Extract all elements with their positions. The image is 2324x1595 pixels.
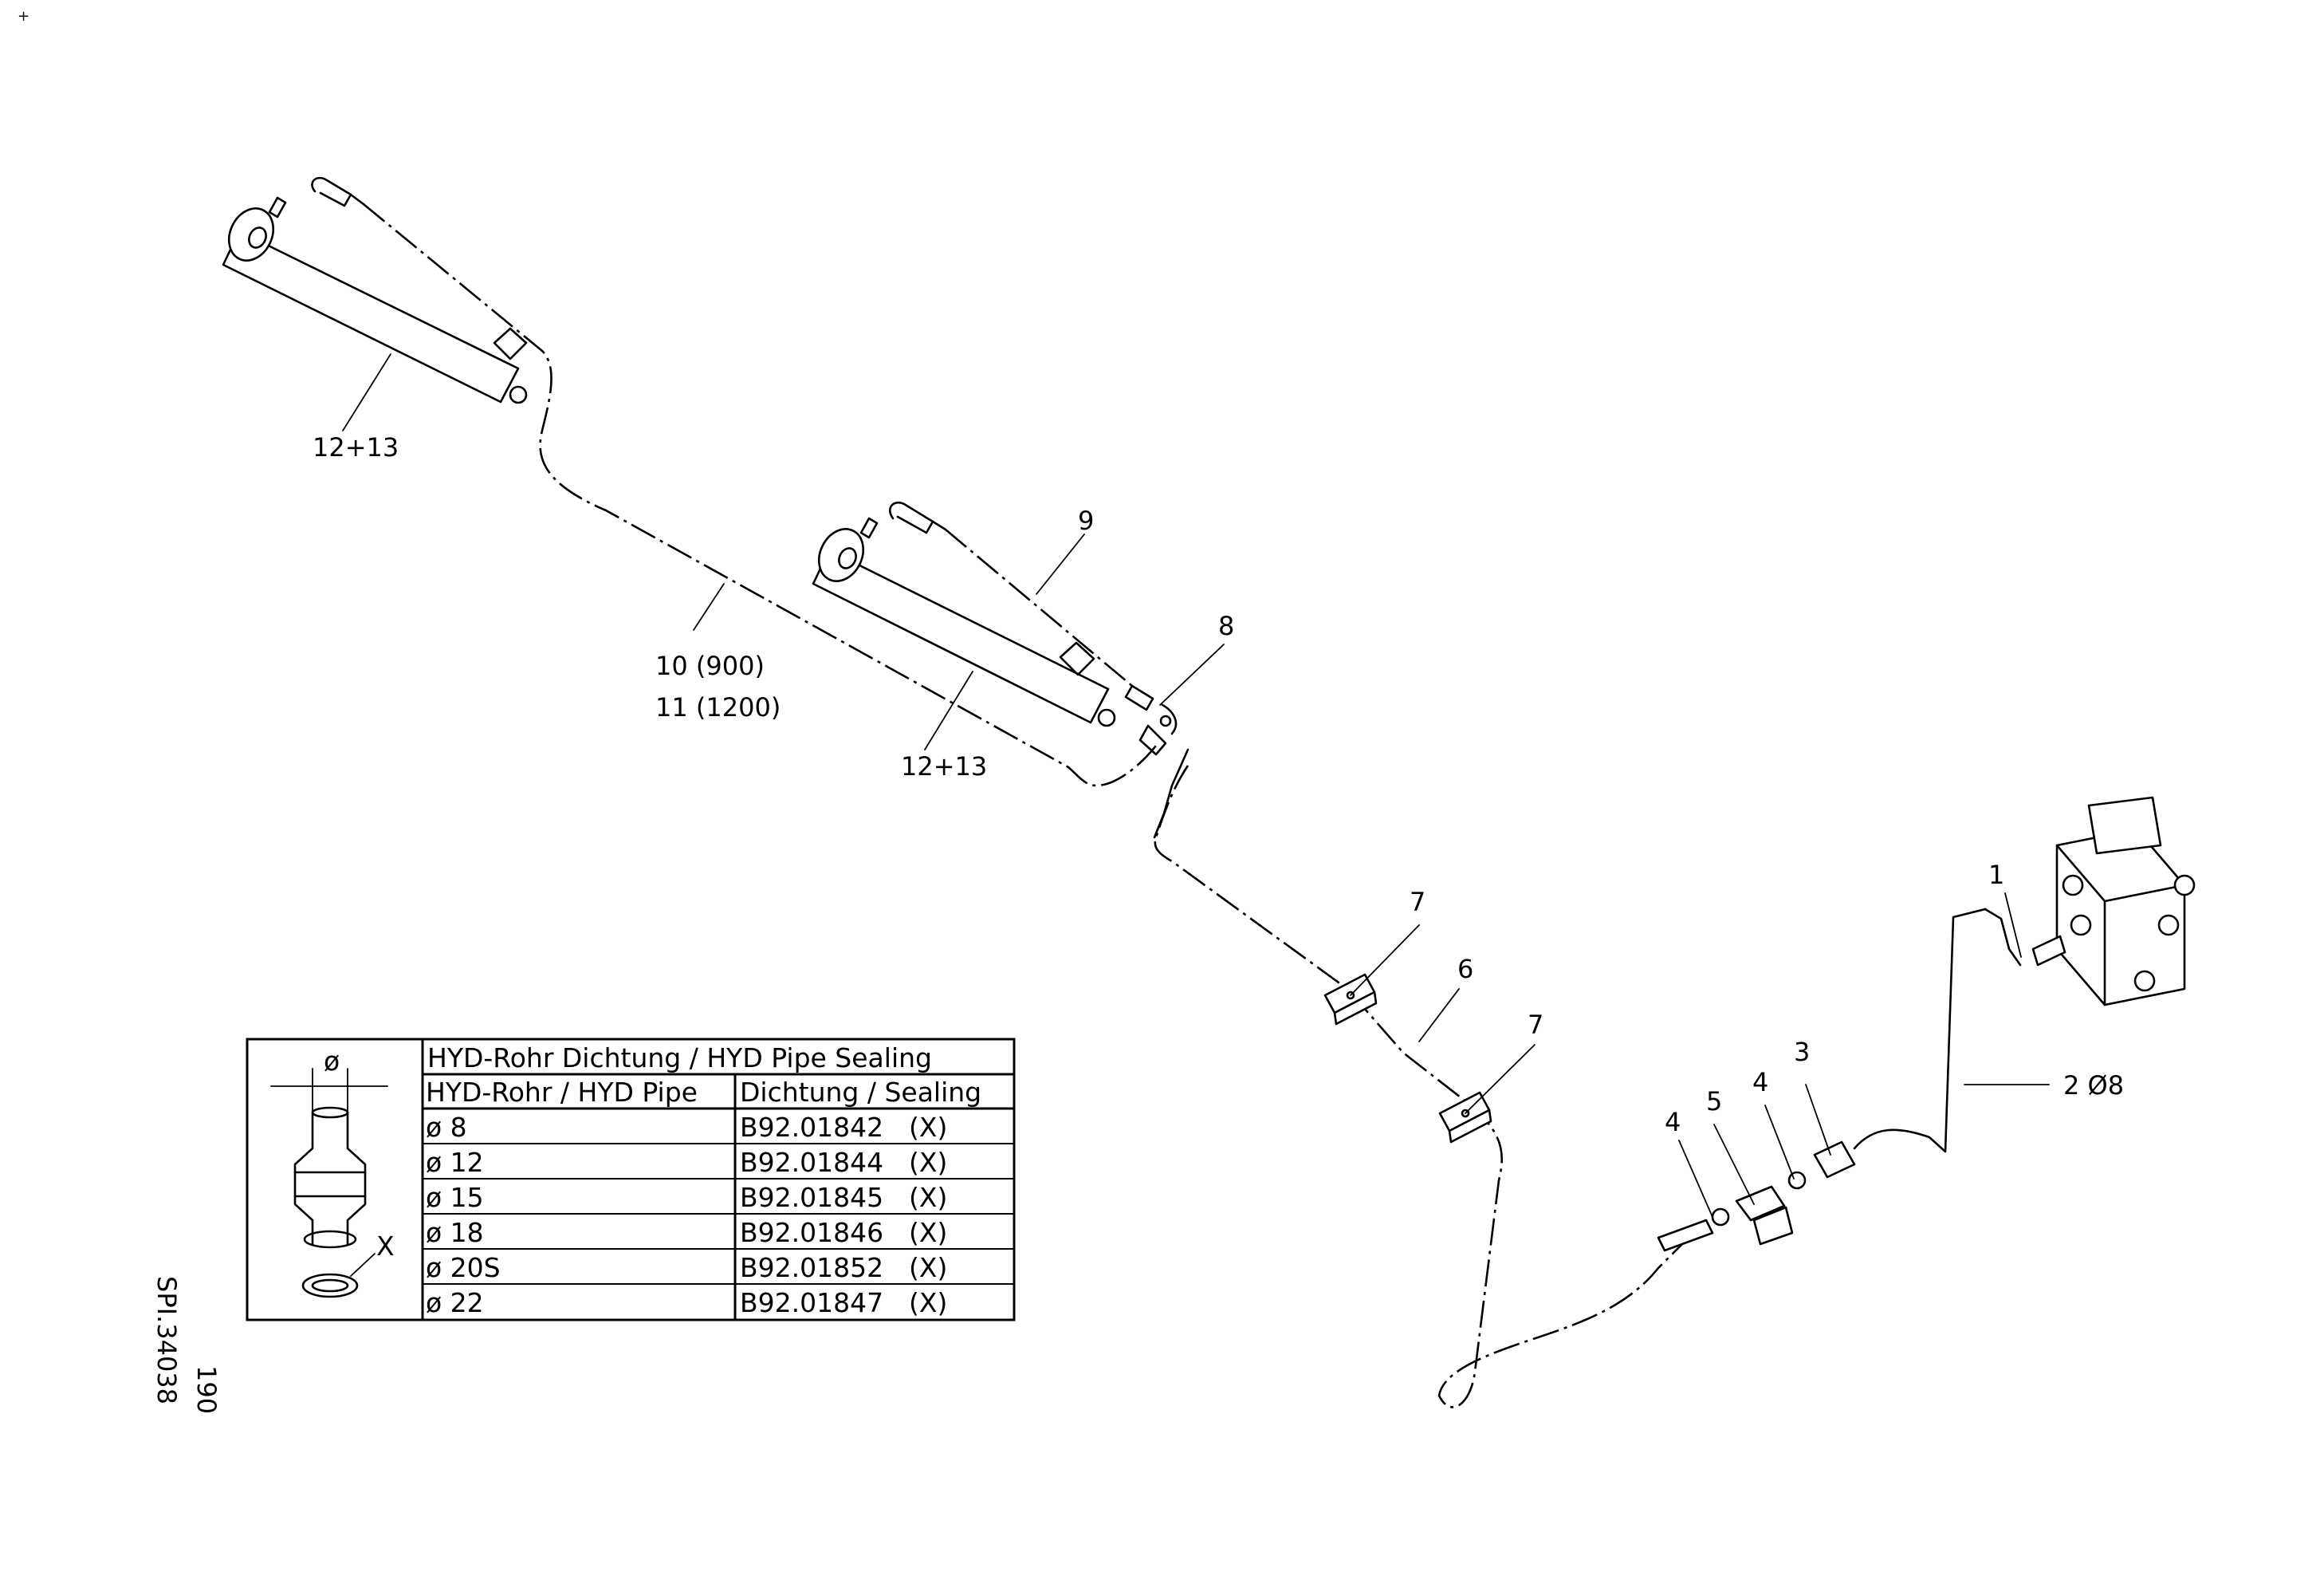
pipe-clamp-lower — [1438, 1091, 1492, 1144]
callout-12-13-upper: 12+13 — [313, 432, 399, 463]
fittings-assembly — [1657, 908, 2022, 1252]
pipe-clamp-upper — [1323, 973, 1378, 1026]
row-pipe-3: ø 18 — [426, 1217, 484, 1248]
row-pipe-4: ø 20S — [426, 1252, 501, 1283]
callout-6: 6 — [1457, 954, 1473, 984]
fitting-8 — [1124, 684, 1178, 756]
row-mark-2: (X) — [909, 1182, 947, 1213]
callout-1: 1 — [1988, 860, 2004, 890]
row-mark-3: (X) — [909, 1217, 947, 1248]
seal-sketch: ø X — [270, 1046, 395, 1298]
row-seal-4: B92.01852 — [740, 1252, 883, 1283]
callout-9: 9 — [1078, 506, 1094, 536]
pipe-sealing-table: HYD-Rohr Dichtung / HYD Pipe Sealing HYD… — [246, 1038, 1016, 1321]
row-seal-2: B92.01845 — [740, 1182, 883, 1213]
sketch-dim-label: ø — [324, 1046, 340, 1077]
callout-3: 3 — [1794, 1037, 1810, 1067]
row-pipe-5: ø 22 — [426, 1287, 484, 1318]
callout-12-13-middle: 12+13 — [901, 751, 987, 782]
valve-block — [2031, 796, 2196, 1006]
row-pipe-0: ø 8 — [426, 1112, 467, 1143]
page-number: 190 — [191, 1365, 222, 1414]
col-header-pipe: HYD-Rohr / HYD Pipe — [426, 1077, 698, 1108]
sketch-x-label: X — [376, 1231, 395, 1262]
hose-sleeve — [1153, 748, 1190, 839]
drawing-id: SPI.34038 — [151, 1276, 182, 1404]
callout-5: 5 — [1706, 1086, 1722, 1116]
callout-10: 10 (900) — [655, 651, 765, 681]
callout-7-lower: 7 — [1528, 1010, 1543, 1040]
row-pipe-1: ø 12 — [426, 1147, 484, 1178]
hydraulic-cylinder-upper — [222, 176, 528, 404]
row-seal-3: B92.01846 — [740, 1217, 883, 1248]
hose-line-6 — [1154, 765, 1683, 1408]
hose-line-10-11 — [363, 203, 1158, 787]
callout-11: 11 (1200) — [655, 692, 781, 723]
table-title: HYD-Rohr Dichtung / HYD Pipe Sealing — [427, 1042, 932, 1073]
callout-7-upper: 7 — [1410, 887, 1425, 917]
callout-2: 2 Ø8 — [2063, 1070, 2124, 1101]
callout-4-right: 4 — [1752, 1067, 1768, 1097]
row-mark-5: (X) — [909, 1287, 947, 1318]
row-seal-0: B92.01842 — [740, 1112, 883, 1143]
row-seal-1: B92.01844 — [740, 1147, 883, 1178]
hydraulic-cylinder-middle — [812, 502, 1116, 727]
col-header-seal: Dichtung / Sealing — [740, 1077, 981, 1108]
row-pipe-2: ø 15 — [426, 1182, 484, 1213]
row-mark-0: (X) — [909, 1112, 947, 1143]
callout-4-left: 4 — [1665, 1107, 1681, 1137]
corner-mark: + — [18, 8, 29, 25]
row-mark-1: (X) — [909, 1147, 947, 1178]
row-seal-5: B92.01847 — [740, 1287, 883, 1318]
row-mark-4: (X) — [909, 1252, 947, 1283]
callout-8: 8 — [1218, 611, 1234, 641]
leader-lines — [342, 353, 2050, 1218]
